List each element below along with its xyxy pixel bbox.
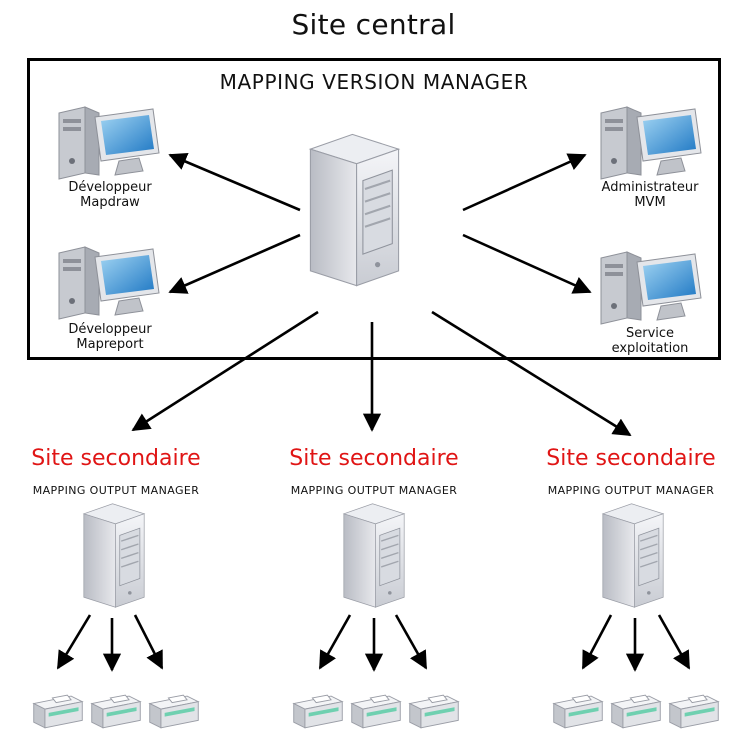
mvm-label: MAPPING VERSION MANAGER [219,70,529,94]
secondary-site-1-subtitle: MAPPING OUTPUT MANAGER [32,484,200,497]
central-site-frame [27,58,721,360]
arrow-to-mapdraw [168,153,301,212]
printer-icon [550,690,606,732]
client-label-admin: Administrateur MVM [601,180,699,210]
arrow-site1-printer3 [133,614,164,670]
printer-icon [30,690,86,732]
printer-icon [146,690,202,732]
arrow-to-exploitation [462,233,592,294]
client-label-mapdraw: Développeur Mapdraw [68,180,152,210]
secondary-site-3-title: Site secondaire [546,446,716,471]
workstation-icon [597,103,707,183]
workstation-icon [55,103,165,183]
workstation-icon [597,248,707,328]
secondary-server-3-icon [597,498,669,613]
central-site-title: Site central [291,8,456,41]
secondary-site-3-subtitle: MAPPING OUTPUT MANAGER [547,484,715,497]
client-label-mapreport: Développeur Mapreport [68,322,152,352]
arrow-site2-printer1 [318,614,352,670]
arrow-site3-printer1 [581,614,613,670]
printer-icon [608,690,664,732]
printer-icon [88,690,144,732]
printer-icon [348,690,404,732]
printer-icon [666,690,722,732]
arrow-to-site-1 [131,310,319,432]
printer-icon [290,690,346,732]
printer-icon [406,690,462,732]
workstation-icon [55,243,165,323]
central-server-icon [302,125,407,295]
arrow-to-site-3 [431,310,632,437]
secondary-server-2-icon [338,498,410,613]
secondary-site-2-subtitle: MAPPING OUTPUT MANAGER [290,484,458,497]
client-label-exploitation: Service exploitation [611,326,689,356]
arrow-site1-printer1 [56,614,92,670]
secondary-site-1-title: Site secondaire [31,446,201,471]
secondary-server-1-icon [78,498,150,613]
arrow-to-admin [462,153,587,212]
secondary-site-2-title: Site secondaire [289,446,459,471]
arrow-to-mapreport [168,233,301,294]
arrow-site3-printer3 [657,614,691,670]
arrow-site2-printer3 [394,614,428,670]
